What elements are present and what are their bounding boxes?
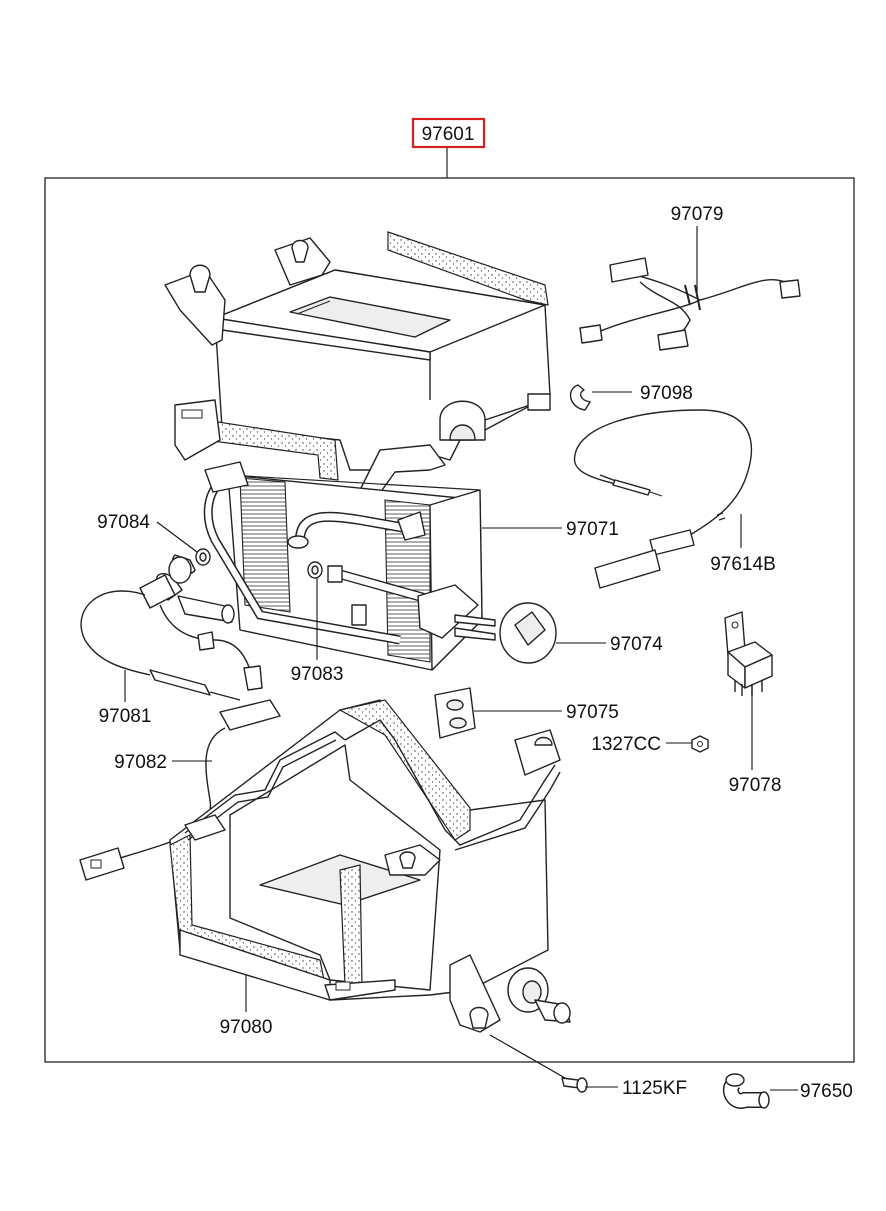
label-97075[interactable]: 97075 bbox=[566, 702, 619, 723]
part-97079-harness bbox=[579, 257, 801, 351]
label-97083[interactable]: 97083 bbox=[291, 664, 344, 685]
lower-case bbox=[169, 699, 571, 1033]
label-97079[interactable]: 97079 bbox=[671, 204, 724, 225]
evaporator-core bbox=[203, 461, 496, 671]
label-97078[interactable]: 97078 bbox=[729, 775, 782, 796]
label-97098[interactable]: 97098 bbox=[640, 383, 693, 404]
part-97098-clip bbox=[569, 384, 591, 411]
label-97071[interactable]: 97071 bbox=[566, 519, 619, 540]
label-97080[interactable]: 97080 bbox=[220, 1017, 273, 1038]
leader-lines bbox=[124, 226, 798, 1091]
callout-labels: 97079 97098 97084 97071 97614B 97074 970… bbox=[97, 204, 853, 1102]
label-1327CC[interactable]: 1327CC bbox=[591, 734, 661, 755]
upper-case bbox=[164, 231, 551, 501]
part-97614B-sensor bbox=[573, 409, 753, 589]
label-1125KF[interactable]: 1125KF bbox=[622, 1078, 687, 1099]
assembly-label-text: 97601 bbox=[422, 124, 475, 145]
part-97075-seal bbox=[434, 687, 476, 739]
part-1125KF-screw bbox=[561, 1077, 588, 1093]
assembly-frame bbox=[44, 177, 855, 1063]
label-97082[interactable]: 97082 bbox=[114, 752, 167, 773]
assembly-label-97601[interactable]: 97601 bbox=[411, 117, 486, 149]
part-97078-relay bbox=[724, 611, 773, 696]
part-97082-harness bbox=[79, 699, 281, 881]
label-97614B[interactable]: 97614B bbox=[710, 554, 776, 575]
part-97084-nut bbox=[195, 548, 211, 566]
label-97074[interactable]: 97074 bbox=[610, 634, 663, 655]
part-97074-grommet bbox=[499, 602, 557, 664]
part-1327CC-nut bbox=[691, 735, 709, 753]
label-97084[interactable]: 97084 bbox=[97, 512, 150, 533]
part-97083-nut bbox=[307, 561, 323, 579]
label-97081[interactable]: 97081 bbox=[99, 706, 152, 727]
label-97650[interactable]: 97650 bbox=[800, 1081, 853, 1102]
part-97650-hose bbox=[722, 1073, 770, 1109]
part-97081-sensor bbox=[80, 554, 263, 701]
